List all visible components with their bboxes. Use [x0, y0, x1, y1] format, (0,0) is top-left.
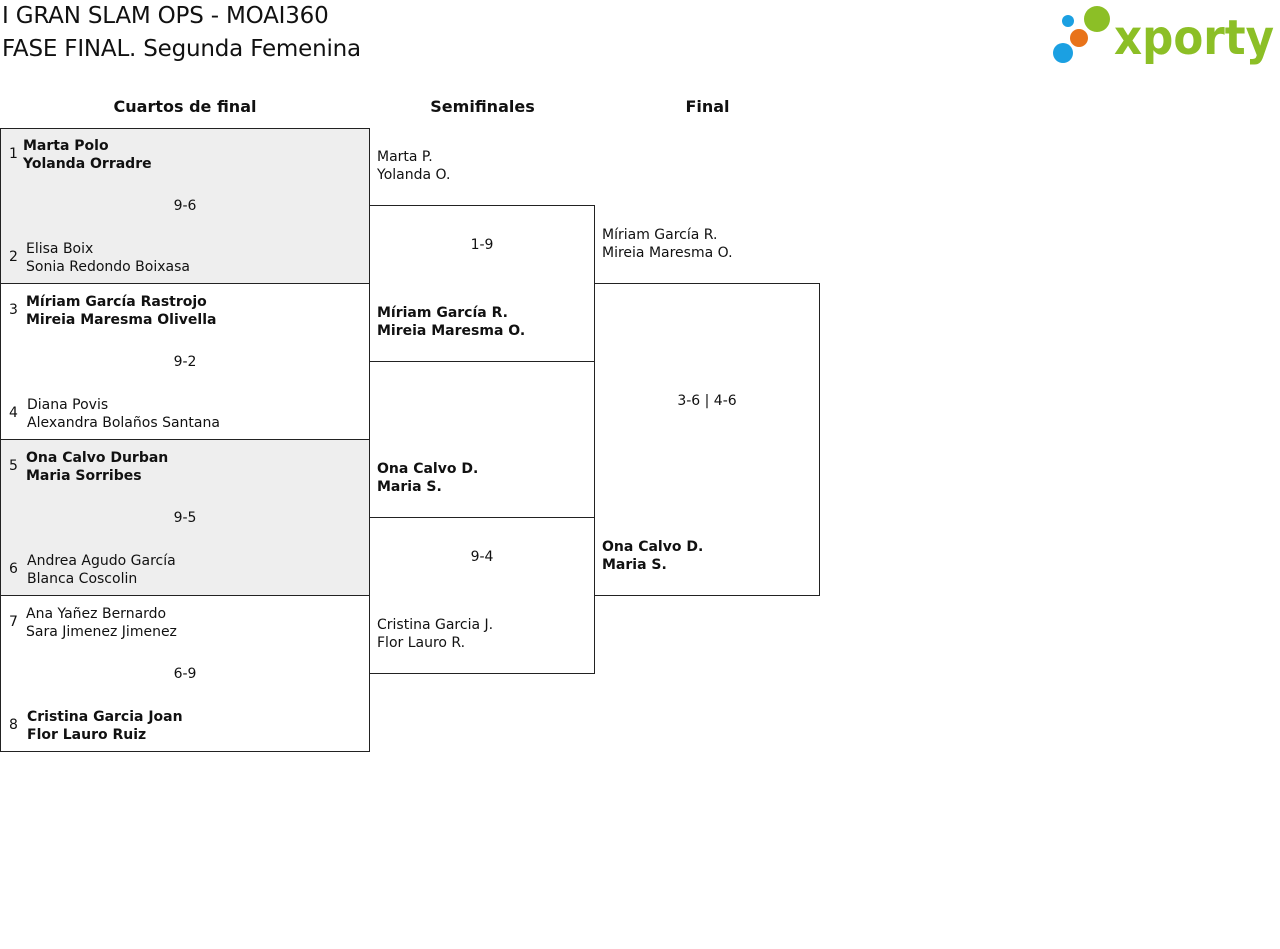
final-team-a[interactable]: Míriam García R. Mireia Maresma O.: [602, 226, 733, 262]
round-header-final: Final: [685, 97, 730, 116]
player-name: Andrea Agudo García: [27, 553, 176, 569]
player-name: Míriam García Rastrojo: [26, 294, 207, 310]
xporty-logo[interactable]: xporty: [1050, 4, 1276, 68]
player-name: Cristina Garcia J.: [377, 617, 494, 633]
player-name: Marta Polo: [23, 138, 109, 154]
player-name: Ana Yañez Bernardo: [26, 606, 167, 622]
player-name: Flor Lauro Ruiz: [27, 727, 147, 743]
semifinal-match-1: 1-9 Míriam García R. Mireia Maresma O.: [369, 205, 595, 362]
seed-number: 5: [9, 458, 18, 474]
logo-dot-green: [1084, 6, 1110, 32]
seed-number: 1: [9, 146, 18, 162]
team-entry[interactable]: Diana Povis Alexandra Bolaños Santana: [27, 396, 220, 432]
team-entry[interactable]: Cristina Garcia Joan Flor Lauro Ruiz: [27, 708, 183, 744]
player-name: Mireia Maresma O.: [602, 245, 733, 261]
player-name: Míriam García R.: [377, 305, 508, 321]
logo-dot-blue: [1053, 43, 1073, 63]
player-name: Flor Lauro R.: [377, 635, 466, 651]
team-entry[interactable]: Míriam García R. Mireia Maresma O.: [377, 304, 525, 340]
player-name: Diana Povis: [27, 397, 109, 413]
team-entry[interactable]: Ona Calvo Durban Maria Sorribes: [26, 449, 168, 485]
seed-number: 7: [9, 614, 18, 630]
quarterfinal-match-1: 1 Marta Polo Yolanda Orradre 9-6 2 Elisa…: [0, 128, 370, 284]
player-name: Mireia Maresma Olivella: [26, 312, 217, 328]
semifinal-match-2: 9-4 Cristina Garcia J. Flor Lauro R.: [369, 517, 595, 674]
quarterfinal-match-4: 7 Ana Yañez Bernardo Sara Jimenez Jimene…: [0, 595, 370, 752]
team-entry[interactable]: Andrea Agudo García Blanca Coscolin: [27, 552, 176, 588]
quarterfinal-match-3: 5 Ona Calvo Durban Maria Sorribes 9-5 6 …: [0, 439, 370, 596]
round-header-semifinals: Semifinales: [430, 97, 535, 116]
team-entry[interactable]: Cristina Garcia J. Flor Lauro R.: [377, 616, 493, 652]
player-name: Alexandra Bolaños Santana: [27, 415, 220, 431]
player-name: Ona Calvo Durban: [26, 450, 169, 466]
team-entry[interactable]: Elisa Boix Sonia Redondo Boixasa: [26, 240, 190, 276]
match-score: 6-9: [173, 666, 197, 682]
tournament-title: I GRAN SLAM OPS - MOAI360: [2, 3, 329, 29]
logo-dot-orange: [1070, 29, 1088, 47]
team-entry[interactable]: Ona Calvo D. Maria S.: [602, 538, 703, 574]
match-score: 9-5: [173, 510, 197, 526]
player-name: Maria Sorribes: [26, 468, 142, 484]
match-score: 1-9: [470, 237, 494, 253]
seed-number: 6: [9, 561, 18, 577]
semifinal-1-team-a[interactable]: Marta P. Yolanda O.: [377, 148, 450, 184]
player-name: Yolanda O.: [377, 167, 451, 183]
logo-wordmark: xporty: [1114, 10, 1274, 66]
player-name: Blanca Coscolin: [27, 571, 138, 587]
player-name: Míriam García R.: [602, 227, 718, 243]
player-name: Mireia Maresma O.: [377, 323, 526, 339]
logo-dot-blue-small: [1062, 15, 1074, 27]
match-score: 9-4: [470, 549, 494, 565]
player-name: Cristina Garcia Joan: [27, 709, 183, 725]
player-name: Ona Calvo D.: [377, 461, 479, 477]
seed-number: 3: [9, 302, 18, 318]
player-name: Sonia Redondo Boixasa: [26, 259, 190, 275]
match-score: 3-6 | 4-6: [677, 393, 737, 409]
match-score: 9-2: [173, 354, 197, 370]
team-entry[interactable]: Míriam García Rastrojo Mireia Maresma Ol…: [26, 293, 216, 329]
seed-number: 8: [9, 717, 18, 733]
match-score: 9-6: [173, 198, 197, 214]
round-header-quarterfinals: Cuartos de final: [113, 97, 257, 116]
semifinal-2-team-a[interactable]: Ona Calvo D. Maria S.: [377, 460, 478, 496]
player-name: Maria S.: [377, 479, 442, 495]
player-name: Yolanda Orradre: [23, 156, 152, 172]
final-match: 3-6 | 4-6 Ona Calvo D. Maria S.: [594, 283, 820, 596]
player-name: Sara Jimenez Jimenez: [26, 624, 177, 640]
player-name: Maria S.: [602, 557, 667, 573]
quarterfinal-match-2: 3 Míriam García Rastrojo Mireia Maresma …: [0, 283, 370, 440]
player-name: Marta P.: [377, 149, 433, 165]
player-name: Elisa Boix: [26, 241, 94, 257]
team-entry[interactable]: Marta Polo Yolanda Orradre: [23, 137, 152, 173]
phase-subtitle: FASE FINAL. Segunda Femenina: [2, 36, 361, 62]
player-name: Ona Calvo D.: [602, 539, 704, 555]
seed-number: 4: [9, 405, 18, 421]
seed-number: 2: [9, 249, 18, 265]
team-entry[interactable]: Ana Yañez Bernardo Sara Jimenez Jimenez: [26, 605, 177, 641]
